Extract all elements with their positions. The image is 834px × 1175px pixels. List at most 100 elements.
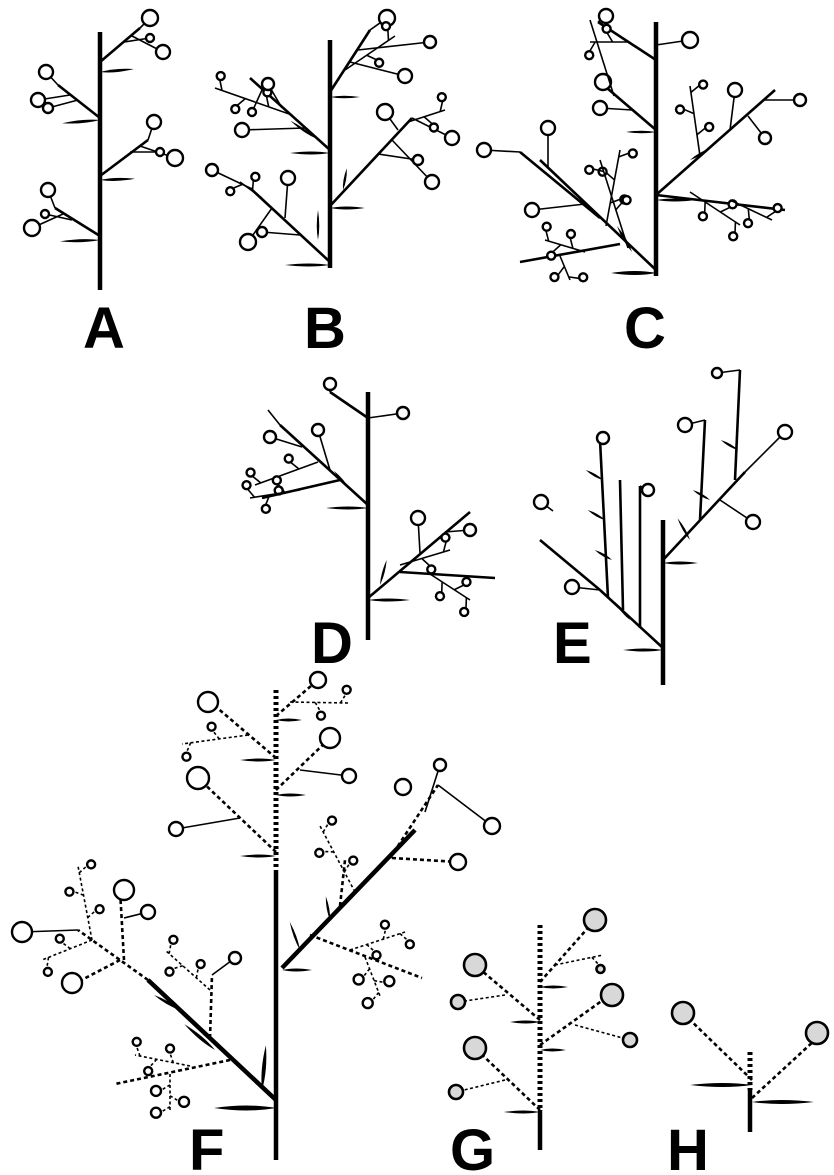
pedicel [437,784,493,827]
spikelet [726,81,744,99]
spikelet [703,121,715,133]
spikelet [422,34,438,50]
panel-g [447,907,830,1150]
spikelet [260,503,272,515]
bract [617,226,632,252]
spikelet [361,996,374,1010]
spikelet [154,146,166,158]
spikelet [426,564,437,575]
pedicel [370,991,380,1003]
bract [290,151,330,155]
pedicel [744,431,786,473]
bract [752,1100,814,1104]
spikelet [373,57,385,68]
spikelet [670,1000,696,1026]
pedicel [267,409,281,426]
spikelet [475,141,493,159]
pedicel [424,764,441,813]
spikelet [482,816,502,836]
spikelet [582,907,608,933]
bract [261,1045,267,1090]
spikelet [434,591,446,602]
bract [325,896,331,920]
secondary-branch [338,859,347,907]
pedicel [314,702,322,713]
spikelet [597,7,615,25]
spikelet [462,522,478,538]
spikelet [584,50,595,61]
spikelet [591,99,609,117]
panel-a [10,7,830,1160]
secondary-branch [519,242,621,264]
panel-h [670,1000,830,1132]
spikelet [60,971,84,995]
spikelet [776,423,794,441]
spikelet [142,1065,154,1077]
spikelet [640,482,656,498]
panel-label-e: E [553,611,592,676]
spikelet [140,8,160,28]
pedicel [531,203,586,211]
secondary-branch [319,825,356,893]
spikelet [262,429,278,445]
primary-branch [539,993,611,1047]
pedicel [135,1044,141,1057]
bract [214,1105,276,1111]
primary-branch [99,138,149,178]
spikelet [318,726,342,750]
spikelet [804,1020,830,1046]
spikelet [443,129,461,147]
pedicel [45,957,50,970]
secondary-branch [559,255,571,281]
spikelet [29,91,47,109]
spikelet [546,250,557,261]
pedicel [589,19,615,97]
spikelet [462,952,488,978]
bract [100,177,135,181]
spikelet [742,217,754,229]
secondary-branch [41,939,93,961]
bract [614,601,630,620]
spikelet [340,767,358,785]
spikelet [680,30,700,50]
spikelet [395,405,411,421]
spikelet [448,852,468,872]
bract [184,1024,215,1050]
primary-branch-solid [280,828,417,970]
bract [100,68,134,73]
spikelet [541,221,552,232]
spikelet [697,79,709,90]
bract [326,506,368,510]
bract [504,1110,540,1114]
bract [333,470,350,490]
spikelet [393,777,413,797]
pedicel [455,1079,506,1093]
bract [690,147,712,160]
spikelet [144,32,156,44]
pedicel [171,964,183,971]
spikelet [164,1043,176,1054]
bract [594,550,612,560]
secondary-branch [349,931,406,951]
spikelet [595,430,611,446]
secondary-branch [239,181,263,199]
bract [276,718,302,722]
bract [656,198,696,202]
spikelet [375,102,395,122]
bract [611,271,656,275]
pedicel [72,890,84,896]
secondary-branch [77,865,93,941]
secondary-branch [544,239,586,253]
spikelet [42,966,54,978]
panel-label-a: A [83,296,125,361]
spikelet [165,148,185,168]
panel-e [10,366,830,1160]
spikelet [250,171,261,183]
pedicel [574,1024,631,1041]
spikelet [459,606,470,618]
bract [276,793,306,797]
spikelet [409,509,427,527]
bract [62,119,100,124]
secondary-branch [364,956,381,997]
spikelet [440,532,451,543]
